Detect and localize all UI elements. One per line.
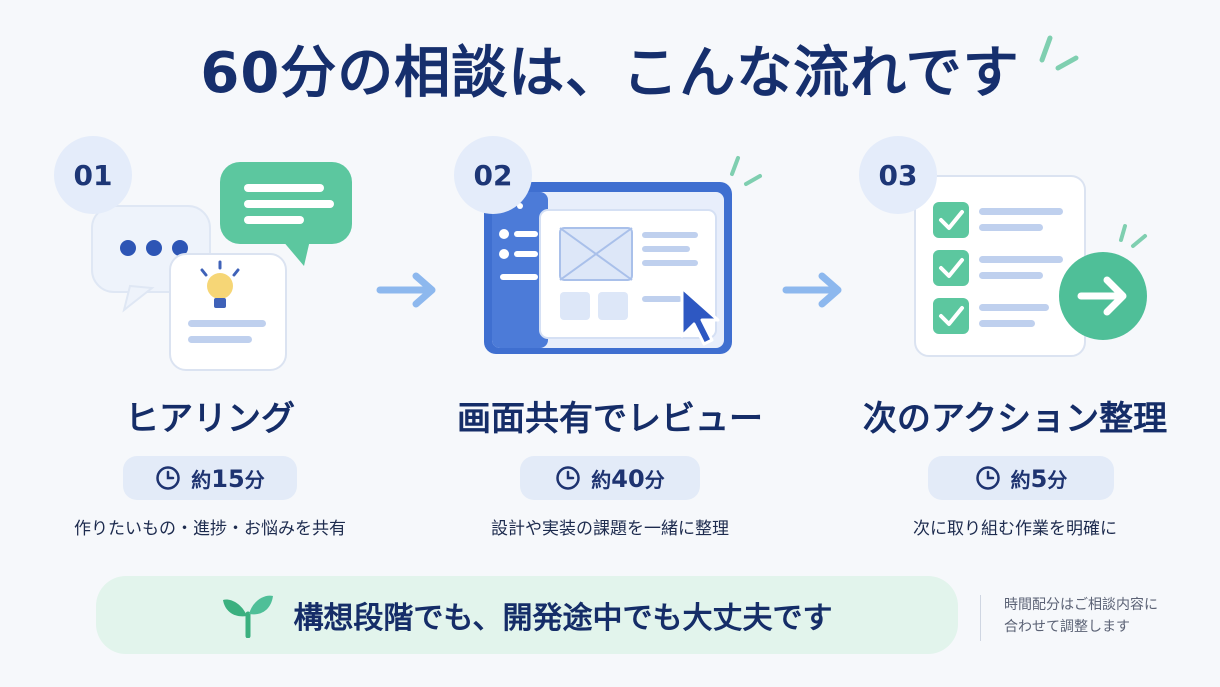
banner-text: 構想段階でも、開発途中でも大丈夫です xyxy=(293,601,833,636)
sprout-icon xyxy=(223,595,274,638)
duration-text: 約5分 xyxy=(1010,464,1068,493)
step-title: 画面共有でレビュー xyxy=(457,399,763,439)
reassurance-banner: 構想段階でも、開発途中でも大丈夫です xyxy=(96,576,958,654)
step-description: 次に取り組む作業を明確に xyxy=(913,519,1117,539)
clock-icon xyxy=(975,466,1000,490)
duration-text: 約40分 xyxy=(591,464,665,493)
page-title: 60分の相談は、こんな流れです xyxy=(200,41,1020,106)
clock-icon xyxy=(556,466,581,490)
step-next-action: 03 次のアクション整理 約5分 次に取り組む作業を明確に xyxy=(825,136,1205,556)
screen-share-cursor-icon xyxy=(484,156,762,354)
arrow-right-icon xyxy=(782,272,842,308)
note-line: 合わせて調整します xyxy=(1004,619,1130,635)
chat-bubbles-lightbulb-icon xyxy=(91,162,352,371)
step-title: 次のアクション整理 xyxy=(862,399,1168,439)
checklist-arrow-icon xyxy=(914,175,1147,357)
step-description: 作りたいもの・進捗・お悩みを共有 xyxy=(74,519,346,539)
sparkle-icon xyxy=(1039,35,1079,71)
duration-badge: 約15分 xyxy=(123,456,297,500)
divider xyxy=(980,595,981,641)
note-line: 時間配分はご相談内容に xyxy=(1004,597,1158,613)
duration-badge: 約5分 xyxy=(928,456,1114,500)
clock-icon xyxy=(156,466,181,490)
duration-badge: 約40分 xyxy=(520,456,700,500)
step-number-badge: 01 xyxy=(54,136,132,214)
step-number-badge: 03 xyxy=(859,136,937,214)
time-allocation-note: 時間配分はご相談内容に 合わせて調整します xyxy=(1004,594,1204,638)
step-screen-share-review: 02 画面共有でレビュー 約40分 設計や実装の課題を一緒に整理 xyxy=(420,136,800,556)
duration-text: 約15分 xyxy=(191,464,265,493)
step-description: 設計や実装の課題を一緒に整理 xyxy=(491,519,729,539)
arrow-right-icon xyxy=(376,272,436,308)
step-title: ヒアリング xyxy=(125,399,295,439)
step-number-badge: 02 xyxy=(454,136,532,214)
step-hearing: 01 ヒアリング 約15分 作りたいもの・進捗・お悩みを共有 xyxy=(20,136,400,556)
